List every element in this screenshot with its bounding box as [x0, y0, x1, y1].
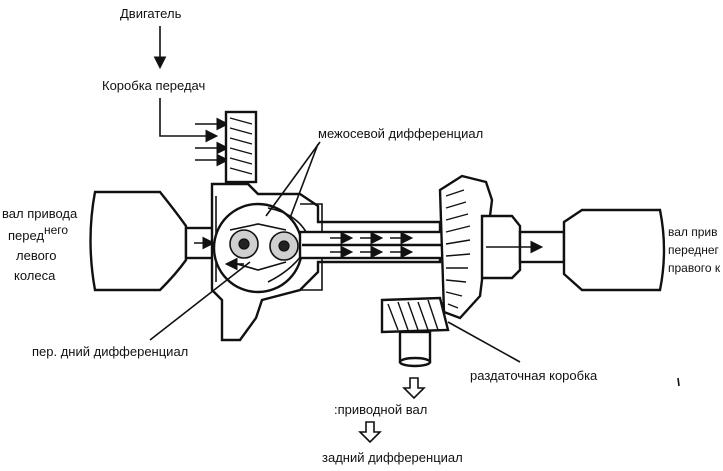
center-diff-label: межосевой дифференциал: [318, 126, 483, 141]
transfer-ring-gear: [438, 174, 494, 320]
stray-mark: [677, 377, 680, 387]
right-shaft-label-2: переднег: [668, 243, 720, 257]
left-shaft-label-2a: перед: [8, 228, 44, 243]
transfer-case-leader: [447, 321, 521, 363]
left-shaft-label-2b: него: [44, 223, 68, 237]
right-shaft-label-3: правого к: [668, 261, 721, 275]
pinion-gear: [380, 296, 450, 368]
drive-shaft-label: :приводной вал: [334, 402, 427, 417]
down-arrow-1: [402, 377, 426, 400]
right-housing: [480, 208, 666, 292]
left-shaft-label-4: колеса: [14, 268, 56, 283]
left-shaft-label-3: левого: [16, 248, 57, 263]
center-diff-leader-2: [289, 143, 319, 219]
front-diff-leader: [149, 261, 251, 341]
input-gear-stack: [224, 110, 258, 184]
center-diff-leader-1: [265, 141, 321, 217]
down-arrow-2: [358, 421, 382, 444]
rear-diff-label: задний дифференциал: [322, 450, 463, 465]
engine-label: Двигатель: [120, 6, 182, 21]
center-shaft: [298, 230, 452, 260]
front-diff-label: пер. дний дифференциал: [32, 344, 188, 359]
gearbox-flow-line: [159, 98, 219, 143]
left-axle-shaft: [89, 190, 218, 292]
left-shaft-label-1: вал привода: [2, 206, 78, 221]
transfer-case-label: раздаточная коробка: [470, 368, 598, 383]
gearbox-label: Коробка передач: [102, 78, 205, 93]
right-shaft-label-1: вал прив: [668, 225, 718, 239]
